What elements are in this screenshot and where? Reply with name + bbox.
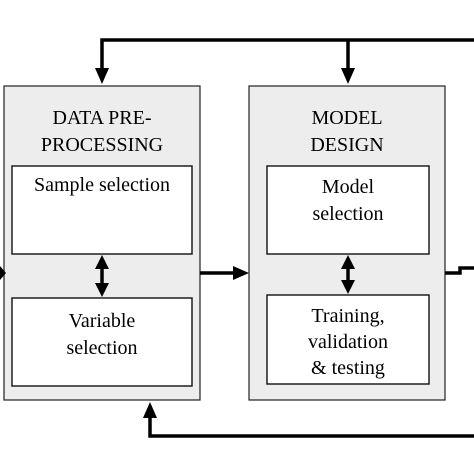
- flow-arrow-preprocessing-to-model: [200, 266, 249, 280]
- arrow-down-model: [341, 68, 355, 84]
- model-title-line1: MODEL: [311, 107, 382, 129]
- preprocessing-title-line2: PROCESSING: [41, 134, 163, 156]
- bidir-arrow-up-left: [95, 255, 109, 269]
- arrow-up-preprocessing: [143, 402, 157, 418]
- bidirectional-arrow-preprocessing: [95, 255, 109, 297]
- top-loop-line: [100, 38, 474, 68]
- output-line: [445, 266, 474, 275]
- variable-selection-line2: selection: [66, 337, 137, 359]
- bottom-loop-line: [148, 418, 474, 438]
- model-title-line2: DESIGN: [310, 134, 383, 156]
- bottom-feedback-arrows: [143, 402, 474, 438]
- model-panel: MODEL DESIGN Model selection Training, v…: [248, 85, 446, 401]
- bidir-arrow-down-right: [341, 280, 355, 294]
- bidirectional-arrow-model: [341, 255, 355, 294]
- arrow-down-preprocessing: [95, 68, 109, 84]
- sample-selection-label: Sample selection: [34, 174, 170, 196]
- bidir-arrow-up-right: [341, 255, 355, 269]
- model-selection-line2: selection: [312, 203, 383, 225]
- training-line2: validation: [308, 331, 388, 353]
- variable-selection-line1: Variable: [69, 310, 136, 332]
- left-connectors: [0, 266, 6, 280]
- variable-selection-box: [11, 297, 193, 387]
- model-selection-line1: Model: [322, 176, 375, 198]
- top-feedback-arrows: [95, 38, 474, 84]
- output-line-right: [445, 266, 474, 275]
- training-line1: Training,: [311, 305, 384, 327]
- arrow-right-model: [233, 266, 249, 280]
- preprocessing-title-line1: DATA PRE-: [53, 107, 152, 129]
- preprocessing-panel: DATA PRE- PROCESSING Sample selection Va…: [3, 85, 201, 401]
- bidir-arrow-down-left: [95, 283, 109, 297]
- arrow-into-preprocessing: [0, 266, 6, 280]
- sample-selection-box: [11, 165, 193, 255]
- training-box: [266, 294, 430, 385]
- model-selection-box: [266, 165, 430, 255]
- training-line3: & testing: [311, 357, 385, 379]
